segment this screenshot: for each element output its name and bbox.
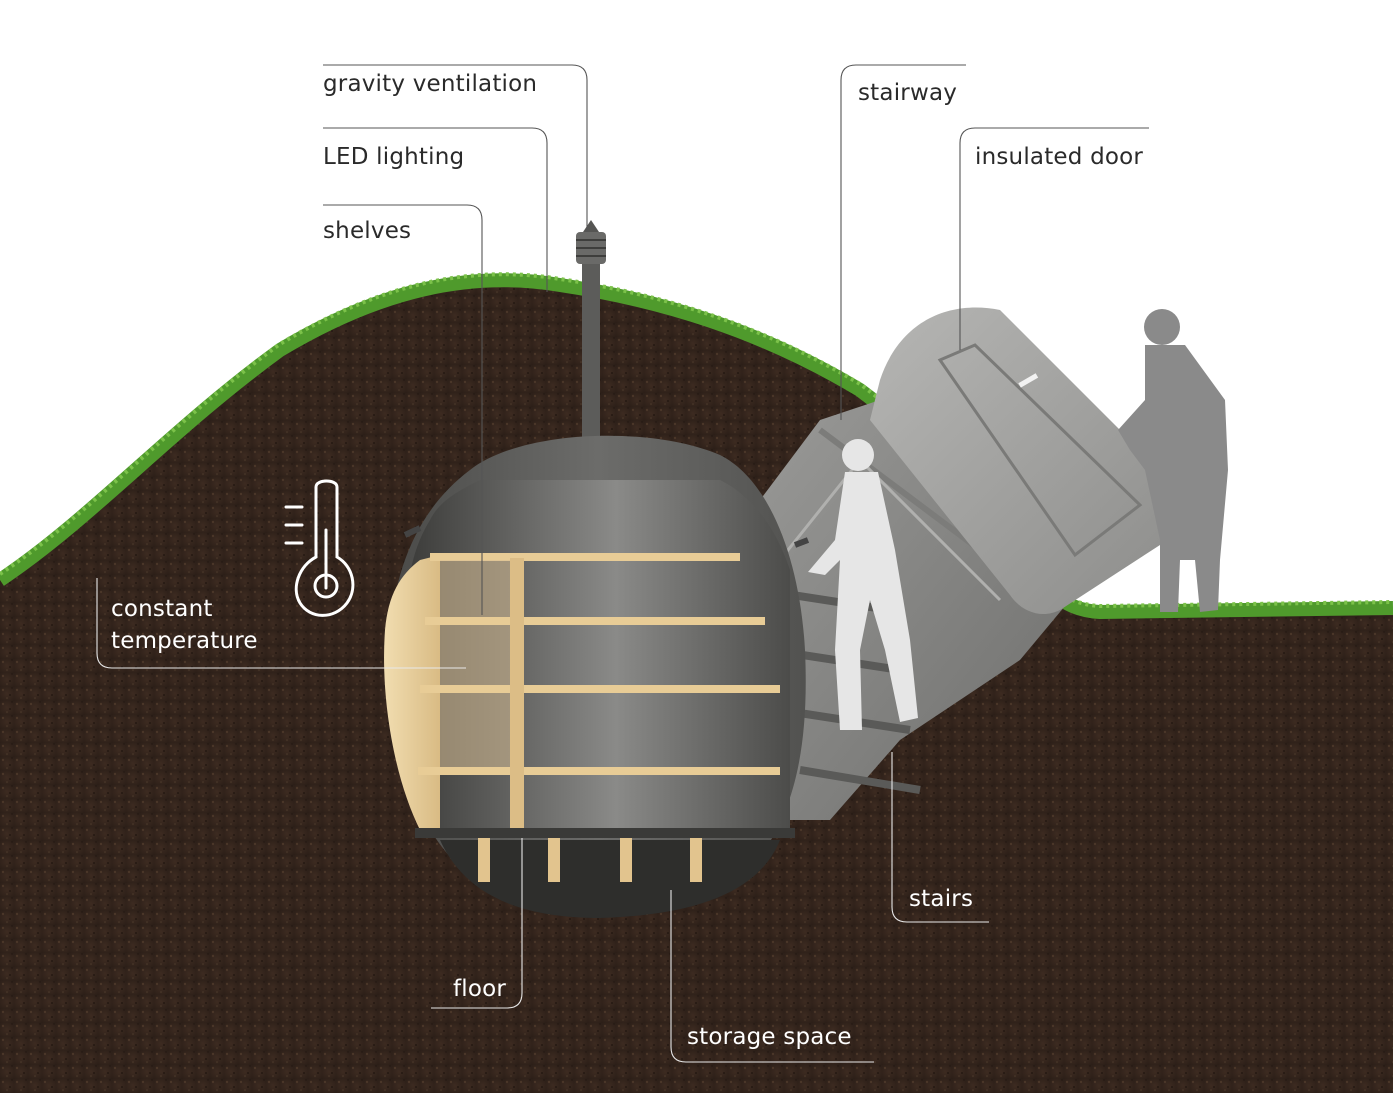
label-floor: floor: [453, 976, 506, 1002]
ventilation-pipe: [576, 220, 606, 440]
label-shelves: shelves: [323, 218, 411, 244]
shelving-unit: [384, 553, 780, 830]
label-led-lighting: LED lighting: [323, 144, 464, 170]
cellar-floor: [415, 828, 795, 918]
label-constant-temperature-line1: constant: [111, 596, 213, 622]
leader-led-lighting: [323, 127, 548, 292]
leader-gravity-ventilation: [323, 64, 588, 232]
label-stairs: stairs: [909, 886, 973, 912]
leader-stairway: [840, 64, 966, 420]
leader-floor: [431, 838, 523, 1009]
label-stairway: stairway: [858, 80, 957, 106]
insulated-door: [870, 307, 1181, 615]
leader-stairs: [891, 752, 989, 923]
label-storage-space: storage space: [687, 1024, 852, 1050]
thermometer-icon: [284, 479, 355, 617]
label-insulated-door: insulated door: [975, 144, 1143, 170]
leader-constant-temperature: [96, 578, 466, 669]
leader-storage-space: [670, 890, 874, 1063]
leader-insulated-door: [959, 127, 1149, 350]
person-on-stairs: [808, 439, 918, 730]
label-constant-temperature-line2: temperature: [111, 628, 258, 654]
leader-shelves: [323, 204, 483, 615]
label-gravity-ventilation: gravity ventilation: [323, 71, 537, 97]
person-at-door: [1118, 309, 1228, 612]
